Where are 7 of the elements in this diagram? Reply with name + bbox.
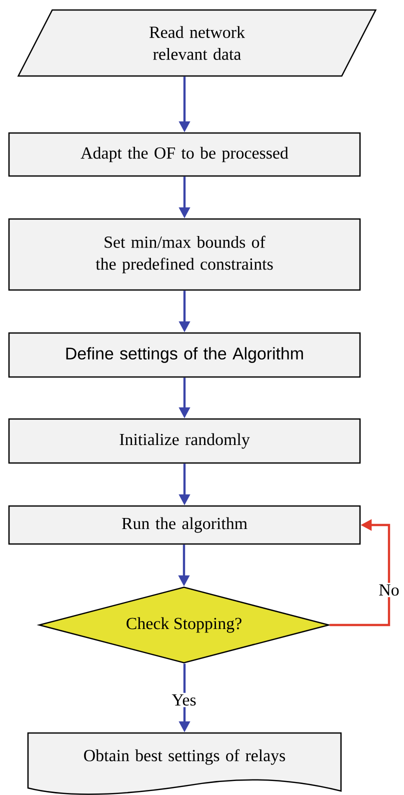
process-box: Initialize randomly (8, 418, 361, 464)
process-box: Define settings of the Algorithm (8, 332, 361, 378)
process-box: Set min/max bounds of the predefined constraints (8, 218, 361, 291)
edge-label: Yes (170, 692, 198, 708)
edge-label: No (377, 582, 401, 598)
process-box: Run the algorithm (8, 505, 361, 545)
process-box: Adapt the OF to be processed (8, 132, 361, 177)
